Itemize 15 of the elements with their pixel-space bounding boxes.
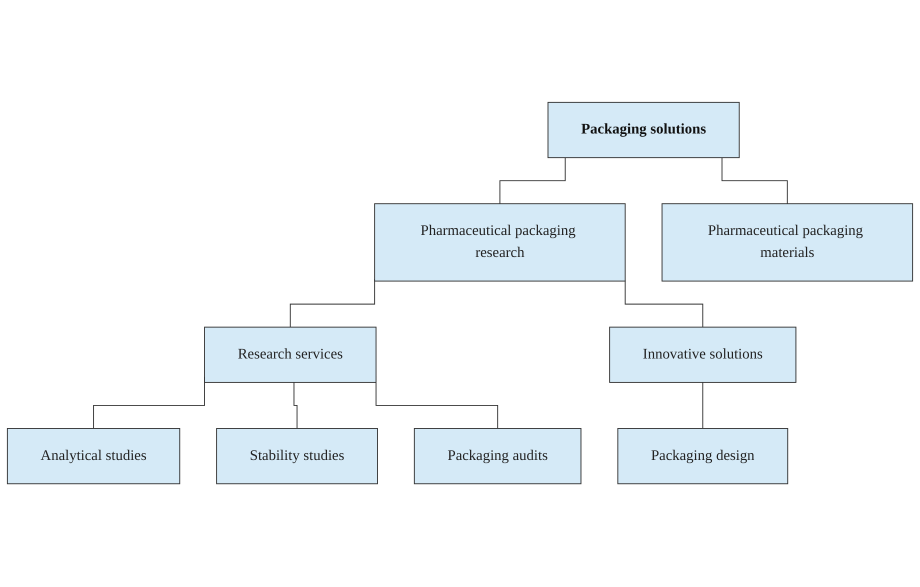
node-box: Pharmaceutical packaging research xyxy=(374,204,626,282)
node-box: Packaging design xyxy=(617,428,788,485)
node-box: Innovative solutions xyxy=(609,327,796,384)
node-box: Packaging solutions xyxy=(548,102,740,159)
connector xyxy=(702,382,704,430)
connector xyxy=(624,280,704,328)
connector xyxy=(499,158,566,205)
connector xyxy=(722,158,788,205)
node-box: Stability studies xyxy=(216,428,378,485)
connector xyxy=(290,279,376,328)
node-box: Packaging audits xyxy=(414,428,582,485)
node-box: Analytical studies xyxy=(6,428,180,485)
connector xyxy=(294,382,298,430)
node-box: Pharmaceutical packaging materials xyxy=(662,204,914,282)
node-box: Research services xyxy=(204,327,376,384)
